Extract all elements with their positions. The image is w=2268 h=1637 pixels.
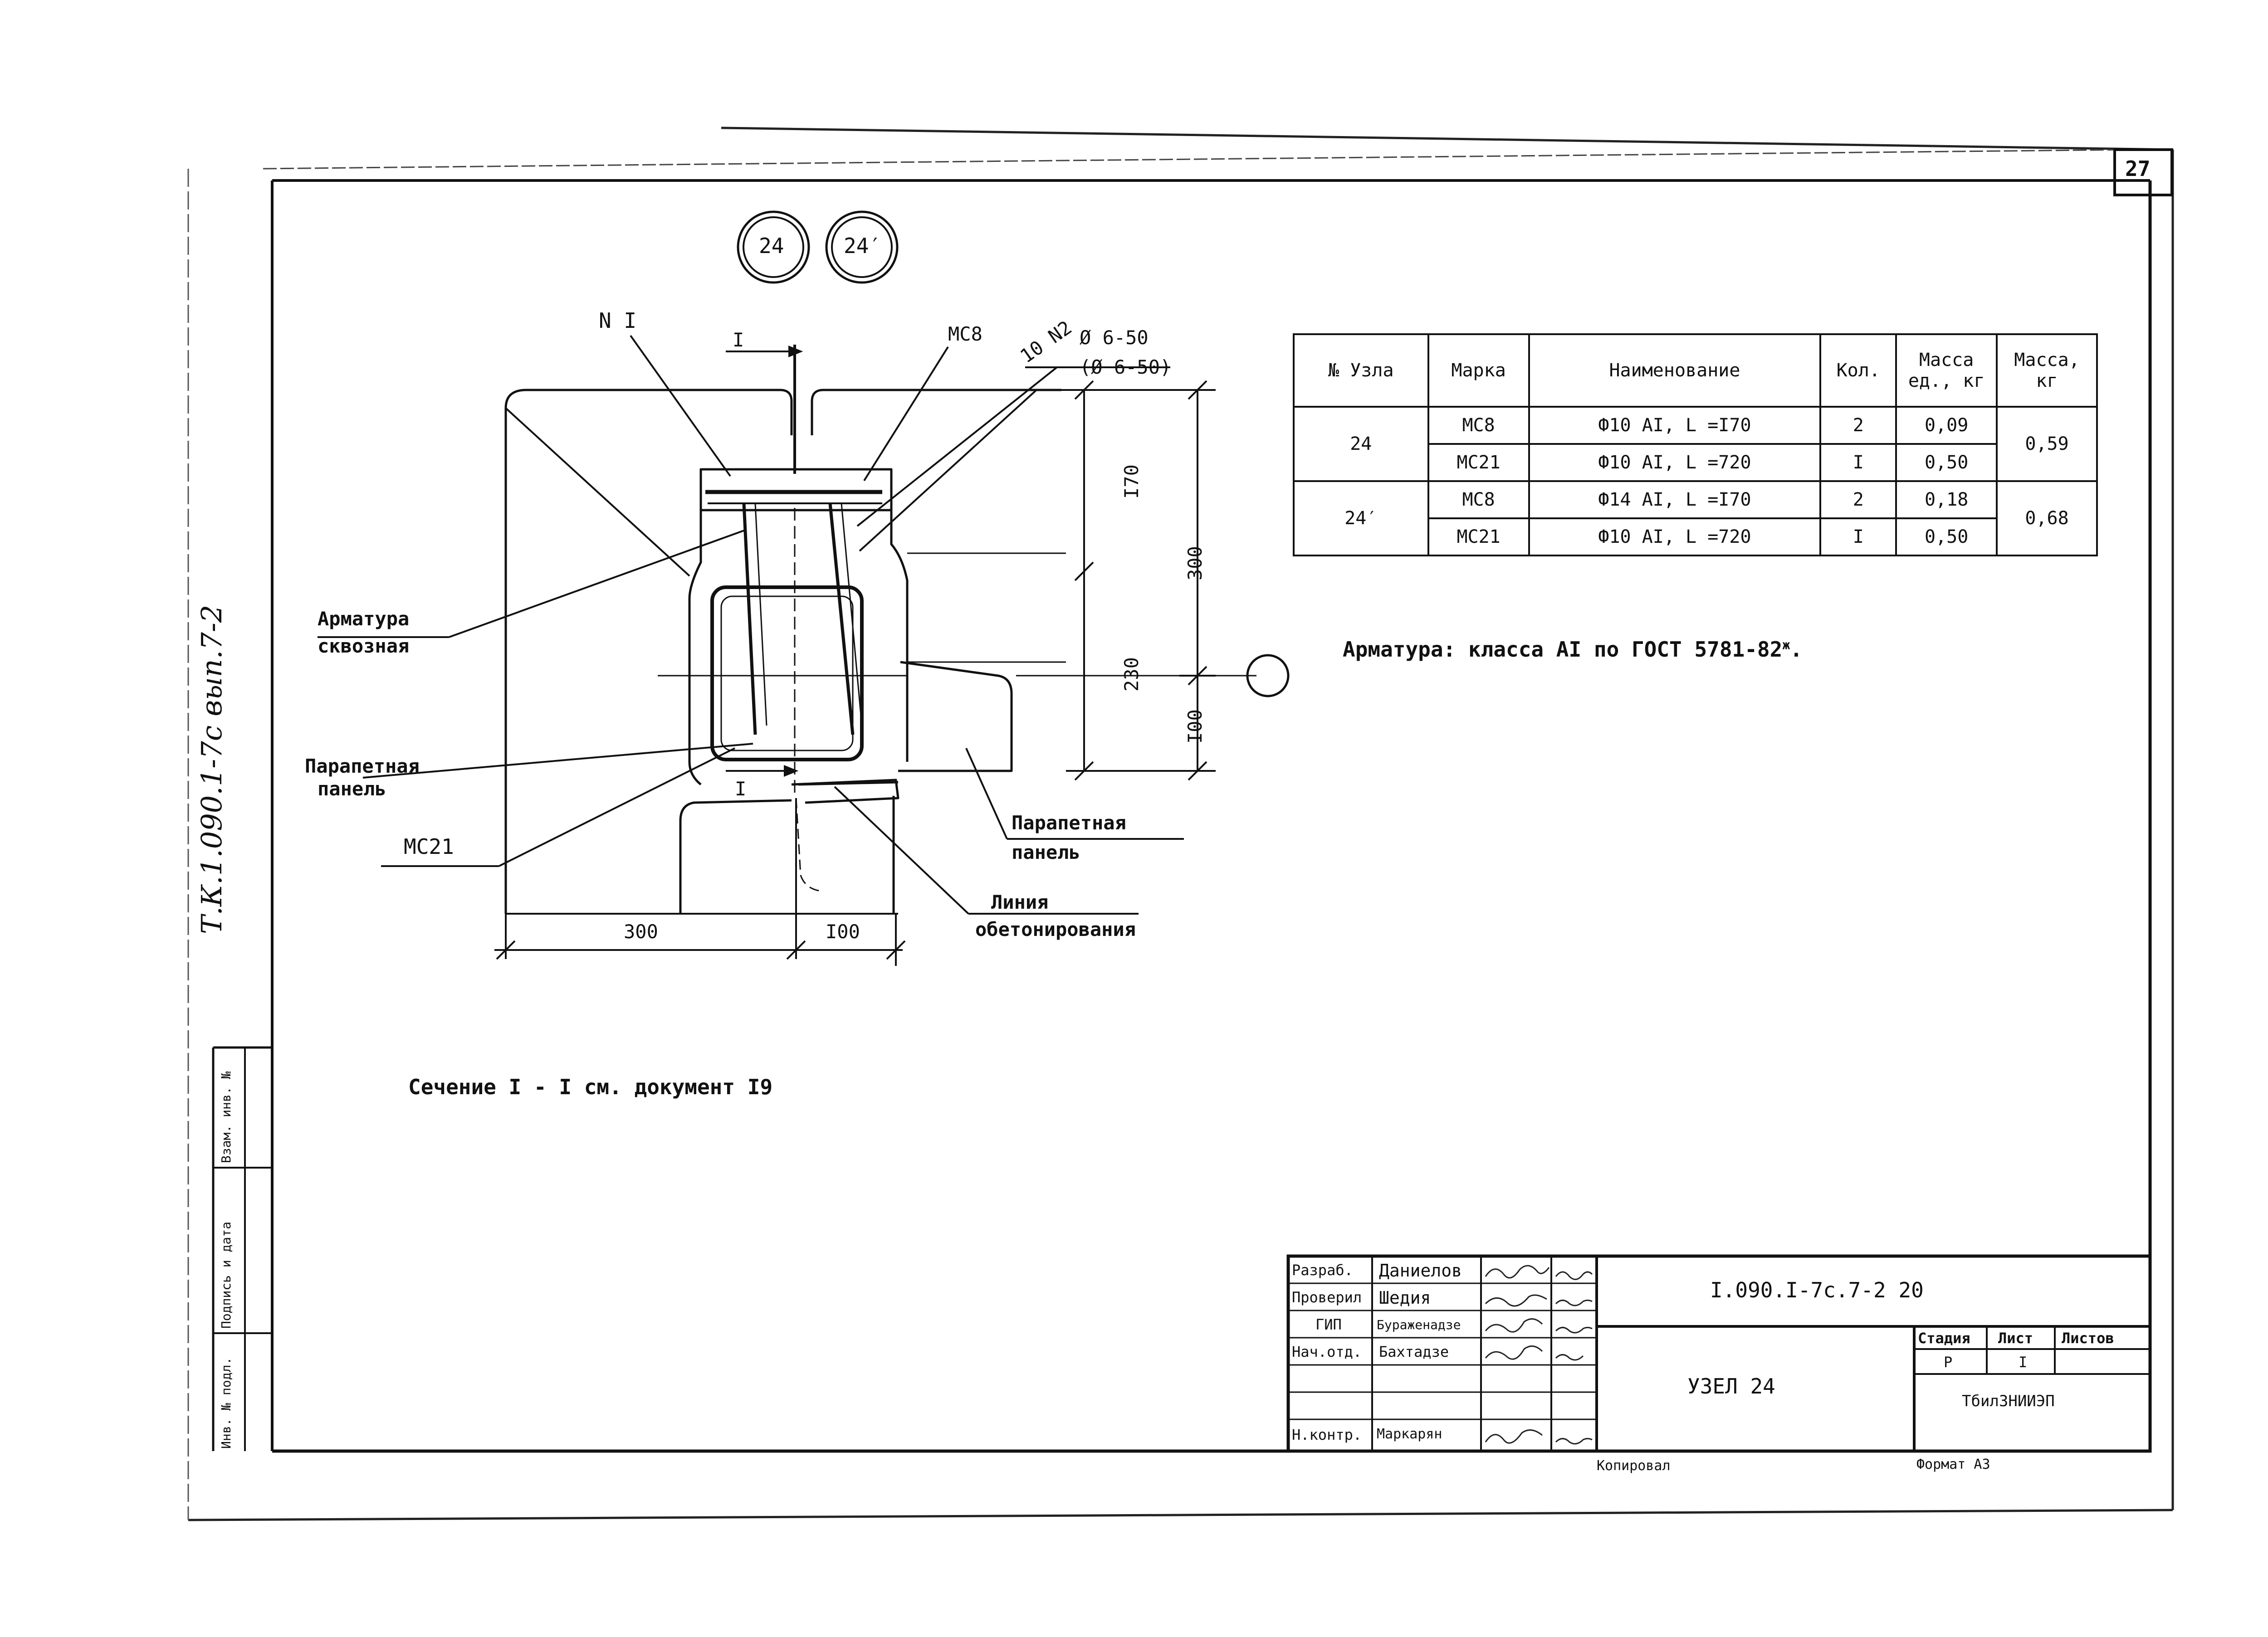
- tb-sheet-header: Лист: [1998, 1330, 2033, 1347]
- section-note: Сечение I - I см. документ I9: [408, 1075, 773, 1099]
- spec-header-qty: Кол.: [1819, 333, 1897, 408]
- tb-role-1: Проверил: [1292, 1289, 1362, 1306]
- steel-note-text: Арматура: класса АI по ГОСТ 5781-82: [1343, 637, 1783, 662]
- tb-name-6: Маркарян: [1377, 1426, 1442, 1442]
- dim-100-horizontal: I00: [826, 921, 860, 943]
- steel-note-end: .: [1790, 637, 1803, 662]
- tb-name-0: Даниелов: [1379, 1261, 1462, 1281]
- spec-name: Ф10 АI, L =720: [1528, 443, 1822, 482]
- spec-mark: МС8: [1427, 406, 1530, 445]
- tb-role-0: Разраб.: [1292, 1262, 1353, 1279]
- label-spacing-1: Ø 6-50: [1080, 326, 1149, 349]
- label-section-bottom: I: [735, 778, 747, 800]
- tb-organization: ТбилЗНИИЭП: [1962, 1392, 2055, 1410]
- tb-role-3: Нач.отд.: [1292, 1343, 1362, 1360]
- label-panel-right-1: Парапетная: [1012, 812, 1126, 834]
- tb-sheets-header: Листов: [2062, 1330, 2114, 1347]
- spec-header-mass: Масса, кг: [1996, 333, 2098, 408]
- tb-stage-header: Стадия: [1918, 1330, 1970, 1347]
- tb-doc-code: I.090.I-7с.7-2 20: [1710, 1278, 1924, 1302]
- side-column-replace: Взам. инв. №: [219, 1071, 234, 1163]
- steel-note-sup: ж: [1782, 637, 1790, 653]
- dim-300-horizontal: 300: [624, 921, 658, 943]
- spec-node-24-prime: 24′: [1293, 480, 1429, 556]
- label-panel-left-2: панель: [318, 778, 386, 800]
- tb-name-1: Шедия: [1379, 1288, 1431, 1308]
- tb-role-6: Н.контр.: [1292, 1426, 1362, 1443]
- spec-unit-mass: 0,09: [1895, 406, 1998, 445]
- spec-name: Ф10 АI, L =I70: [1528, 406, 1822, 445]
- label-spacing-2: (Ø 6-50): [1080, 356, 1172, 378]
- copy-label: Копировал: [1597, 1458, 1671, 1474]
- steel-note: Арматура: класса АI по ГОСТ 5781-82ж.: [1343, 637, 1803, 662]
- spec-header-node: № Узла: [1293, 333, 1429, 408]
- spec-mark: МС8: [1427, 480, 1530, 519]
- tb-title: УЗЕЛ 24: [1687, 1374, 1775, 1398]
- node-marker-24: 24: [759, 234, 784, 258]
- node-markers: [737, 210, 899, 284]
- label-rebar-through-1: Арматура: [318, 608, 410, 630]
- spec-qty: 2: [1819, 406, 1897, 445]
- format-label: Формат А3: [1916, 1457, 1990, 1472]
- label-panel-left-1: Парапетная: [305, 755, 420, 777]
- spec-unit-mass: 0,50: [1895, 517, 1998, 556]
- node-marker-24-prime: 24′: [844, 234, 882, 258]
- side-column-inv: Инв. № подл.: [219, 1357, 234, 1449]
- label-concreting-1: Линия: [991, 891, 1049, 913]
- sheet-number: 27: [2125, 156, 2151, 181]
- tb-name-2: Бураженадзе: [1377, 1317, 1461, 1332]
- label-rebar-through-2: сквозная: [318, 635, 410, 657]
- side-column-sign: Подпись и дата: [219, 1221, 234, 1329]
- spec-unit-mass: 0,50: [1895, 443, 1998, 482]
- label-mc8: МС8: [948, 323, 982, 345]
- spec-total-24: 0,59: [1996, 406, 2098, 482]
- tb-role-2: ГИП: [1315, 1316, 1342, 1333]
- spec-qty: 2: [1819, 480, 1897, 519]
- label-panel-right-2: панель: [1012, 841, 1080, 863]
- spec-name: Ф14 АI, L =I70: [1528, 480, 1822, 519]
- label-concreting-2: обетонирования: [975, 918, 1136, 940]
- spec-mark: МС21: [1427, 443, 1530, 482]
- label-section-top: I: [733, 329, 744, 351]
- spec-name: Ф10 АI, L =720: [1528, 517, 1822, 556]
- spec-qty: I: [1819, 517, 1897, 556]
- spec-header-unit-mass: Масса ед., кг: [1895, 333, 1998, 408]
- spec-node-24: 24: [1293, 406, 1429, 482]
- spec-header-name: Наименование: [1528, 333, 1822, 408]
- tb-sheet-value: I: [2019, 1354, 2028, 1371]
- label-mc21: МС21: [404, 834, 454, 859]
- spec-mark: МС21: [1427, 517, 1530, 556]
- spec-table: № Узла Марка Наименование Кол. Масса ед.…: [1293, 333, 2098, 556]
- tb-stage-value: Р: [1944, 1354, 1953, 1371]
- spec-unit-mass: 0,18: [1895, 480, 1998, 519]
- side-stamp: Т.К.1.090.1-7с вып.7-2: [195, 604, 228, 934]
- tb-name-3: Бахтадзе: [1379, 1343, 1449, 1360]
- label-n1: N I: [599, 308, 637, 333]
- spec-header-mark: Марка: [1427, 333, 1530, 408]
- spec-qty: I: [1819, 443, 1897, 482]
- spec-total-24-prime: 0,68: [1996, 480, 2098, 556]
